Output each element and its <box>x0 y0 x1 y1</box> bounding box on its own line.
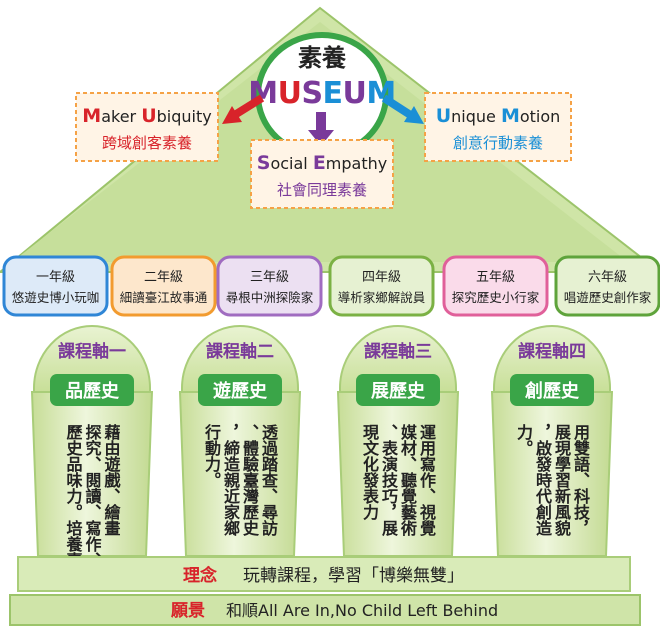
column-name: 創歷史 <box>524 380 580 402</box>
museum-letter: S <box>301 76 322 111</box>
grade-title: 唱遊歷史創作家 <box>564 290 652 305</box>
column-axis-label: 課程軸三 <box>364 341 432 362</box>
column-name-badge <box>356 374 440 406</box>
unique-motion-subtitle: 創意行動素養 <box>453 134 543 152</box>
social-cap2: E <box>313 152 326 174</box>
grade-year: 五年級 <box>476 270 515 285</box>
grade-title: 悠遊史博小玩咖 <box>12 290 100 305</box>
unique-motion-box <box>424 92 572 162</box>
column-name: 遊歷史 <box>213 380 268 402</box>
maker-cap2: U <box>141 105 156 127</box>
maker-ubiquity-subtitle: 跨域創客素養 <box>102 134 192 152</box>
unique-motion-title: Unique Motion <box>436 105 561 127</box>
unique-cap1: U <box>436 105 451 127</box>
unique-cap2: M <box>501 105 520 127</box>
grade-title: 細讀臺江故事通 <box>120 290 208 305</box>
column-description-line: 運用寫作、視覺 <box>417 424 437 537</box>
social-rest2: mpathy <box>326 154 387 173</box>
arrow-left-icon <box>222 94 265 124</box>
vision-label: 願景 <box>171 601 205 621</box>
grade-box-frame <box>328 255 435 317</box>
grade-box-frame <box>2 255 109 317</box>
column-description-line: 用雙語、科技， <box>571 424 590 536</box>
museum-letter: U <box>278 76 302 111</box>
column-name-badge <box>50 374 134 406</box>
grade-year: 二年級 <box>144 270 183 285</box>
social-empathy-box <box>250 139 394 209</box>
unique-rest2: otion <box>520 107 560 126</box>
grade-box-frame <box>110 255 217 317</box>
vision-band <box>9 594 641 626</box>
social-cap1: S <box>257 152 271 174</box>
vision-text: 和順All Are In,No Child Left Behind <box>226 601 498 620</box>
social-rest1: ocial <box>270 154 312 173</box>
column-description-line: 歷史品味力。培養臺灣 <box>64 424 84 585</box>
grade-year: 四年級 <box>362 270 401 285</box>
column-description-line: 藉由遊戲、繪畫 <box>102 423 122 536</box>
grade-year: 一年級 <box>36 270 75 285</box>
museum-letter: E <box>323 76 343 111</box>
concept-label: 理念 <box>183 565 217 586</box>
concept-band <box>17 556 631 592</box>
grade-box-frame <box>554 255 660 317</box>
column-name: 品歷史 <box>65 380 120 402</box>
maker-ubiquity-title: Maker Ubiquity <box>82 105 211 127</box>
museum-letter: U <box>343 76 367 111</box>
column-description-line: 、體驗臺灣歷史 <box>240 424 259 537</box>
column-axis-label: 課程軸二 <box>206 341 274 362</box>
column-axis-label: 課程軸一 <box>58 341 126 362</box>
social-empathy-title: Social Empathy <box>257 152 387 174</box>
column-description-line: 透過踏查、尋訪 <box>259 424 279 537</box>
arrow-down-icon <box>308 112 334 146</box>
column-description-line: ，締造親近家鄉 <box>221 423 240 537</box>
grade-year: 六年級 <box>588 270 627 285</box>
grade-year: 三年級 <box>250 270 289 285</box>
concept-text: 玩轉課程，學習「博樂無雙」 <box>243 566 464 586</box>
grade-box-frame <box>442 255 549 317</box>
maker-ubiquity-box <box>75 92 219 162</box>
column-description-line: 、表演技巧，展 <box>379 424 399 537</box>
column-name-badge <box>198 374 282 406</box>
maker-rest2: biquity <box>157 107 212 126</box>
title-chinese: 素養 <box>298 44 346 72</box>
column-description-line: 展現學習新風貌 <box>552 424 572 537</box>
unique-rest1: nique <box>451 107 501 126</box>
column-description-line: 探究、閱讀、寫作、 <box>83 423 102 568</box>
grade-title: 導析家鄉解說員 <box>338 290 426 305</box>
column-row: 課程軸一品歷史藉由遊戲、繪畫探究、閱讀、寫作、歷史品味力。培養臺灣課程軸二遊歷史… <box>30 325 614 585</box>
column-name-badge <box>510 374 594 406</box>
column-description-line: 媒材、聽覺藝術 <box>398 423 418 537</box>
grade-title: 探究歷史小行家 <box>452 290 540 305</box>
column-description-line: 現文化發表力 <box>360 424 380 521</box>
social-empathy-subtitle: 社會同理素養 <box>277 181 367 199</box>
maker-rest1: aker <box>101 107 141 126</box>
column-description-line: ，啟發時代創造 <box>533 423 553 536</box>
column-axis-label: 課程軸四 <box>518 341 586 362</box>
column-description-line: 力。 <box>514 423 533 456</box>
museum-word: MUSEUM <box>248 76 396 111</box>
column-name: 展歷史 <box>371 380 426 402</box>
column-description-line: 行動力。 <box>202 423 222 488</box>
grade-row: 一年級悠遊史博小玩咖二年級細讀臺江故事通三年級尋根中洲探險家四年級導析家鄉解說員… <box>2 255 660 317</box>
arrow-right-icon <box>381 94 424 124</box>
grade-title: 尋根中洲探險家 <box>226 290 314 305</box>
grade-box-frame <box>216 255 323 317</box>
maker-cap1: M <box>82 105 101 127</box>
